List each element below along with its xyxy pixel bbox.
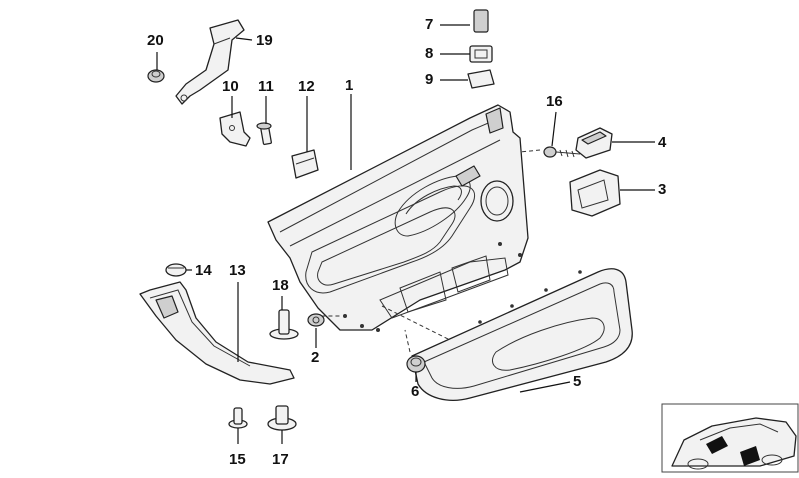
assembly-line-5 (381, 305, 451, 341)
callout-2: 2 (311, 349, 320, 366)
callout-11: 11 (258, 78, 274, 95)
part-12-clip (291, 149, 319, 179)
leader-lines (156, 24, 655, 444)
callout-7: 7 (425, 16, 434, 33)
part-4-switch (575, 127, 613, 159)
callout-19: 19 (256, 32, 273, 49)
callout-14: 14 (195, 262, 212, 279)
callout-16: 16 (546, 93, 563, 110)
callout-17: 17 (272, 451, 289, 468)
part-11-bolt (256, 122, 272, 146)
part-3-switch-housing (569, 169, 621, 217)
callout-10: 10 (222, 78, 239, 95)
part-15-push-pin (228, 407, 248, 429)
part-20-grommet (147, 69, 165, 83)
part-9-insert (467, 69, 495, 89)
part-7-cap (473, 9, 489, 33)
callout-20: 20 (147, 32, 164, 49)
callout-13: 13 (229, 262, 246, 279)
callout-8: 8 (425, 45, 434, 62)
callout-9: 9 (425, 71, 434, 88)
callout-18: 18 (272, 277, 289, 294)
callout-15: 15 (229, 451, 246, 468)
part-18-rivet (269, 309, 299, 340)
inset-vehicle-overview (661, 403, 799, 473)
callout-1: 1 (345, 77, 354, 94)
part-13-pillar-trim (139, 281, 295, 385)
assembly-line-16 (519, 149, 541, 153)
part-8-housing (469, 45, 493, 63)
callout-12: 12 (298, 78, 315, 95)
part-16-screw (543, 146, 581, 158)
part-1-door-trim-panel (267, 104, 529, 332)
part-14-clip (165, 263, 187, 277)
part-2-clip (307, 313, 325, 327)
part-19-bracket (175, 19, 245, 105)
callout-4: 4 (658, 134, 667, 151)
assembly-line-6 (404, 329, 411, 353)
callout-3: 3 (658, 181, 667, 198)
part-10-hinge-bracket (219, 111, 251, 147)
part-6-clip (406, 355, 426, 373)
part-17-push-pin (267, 405, 297, 431)
callout-6: 6 (411, 383, 420, 400)
callout-5: 5 (573, 373, 582, 390)
part-5-lower-trim-strip (411, 268, 633, 401)
